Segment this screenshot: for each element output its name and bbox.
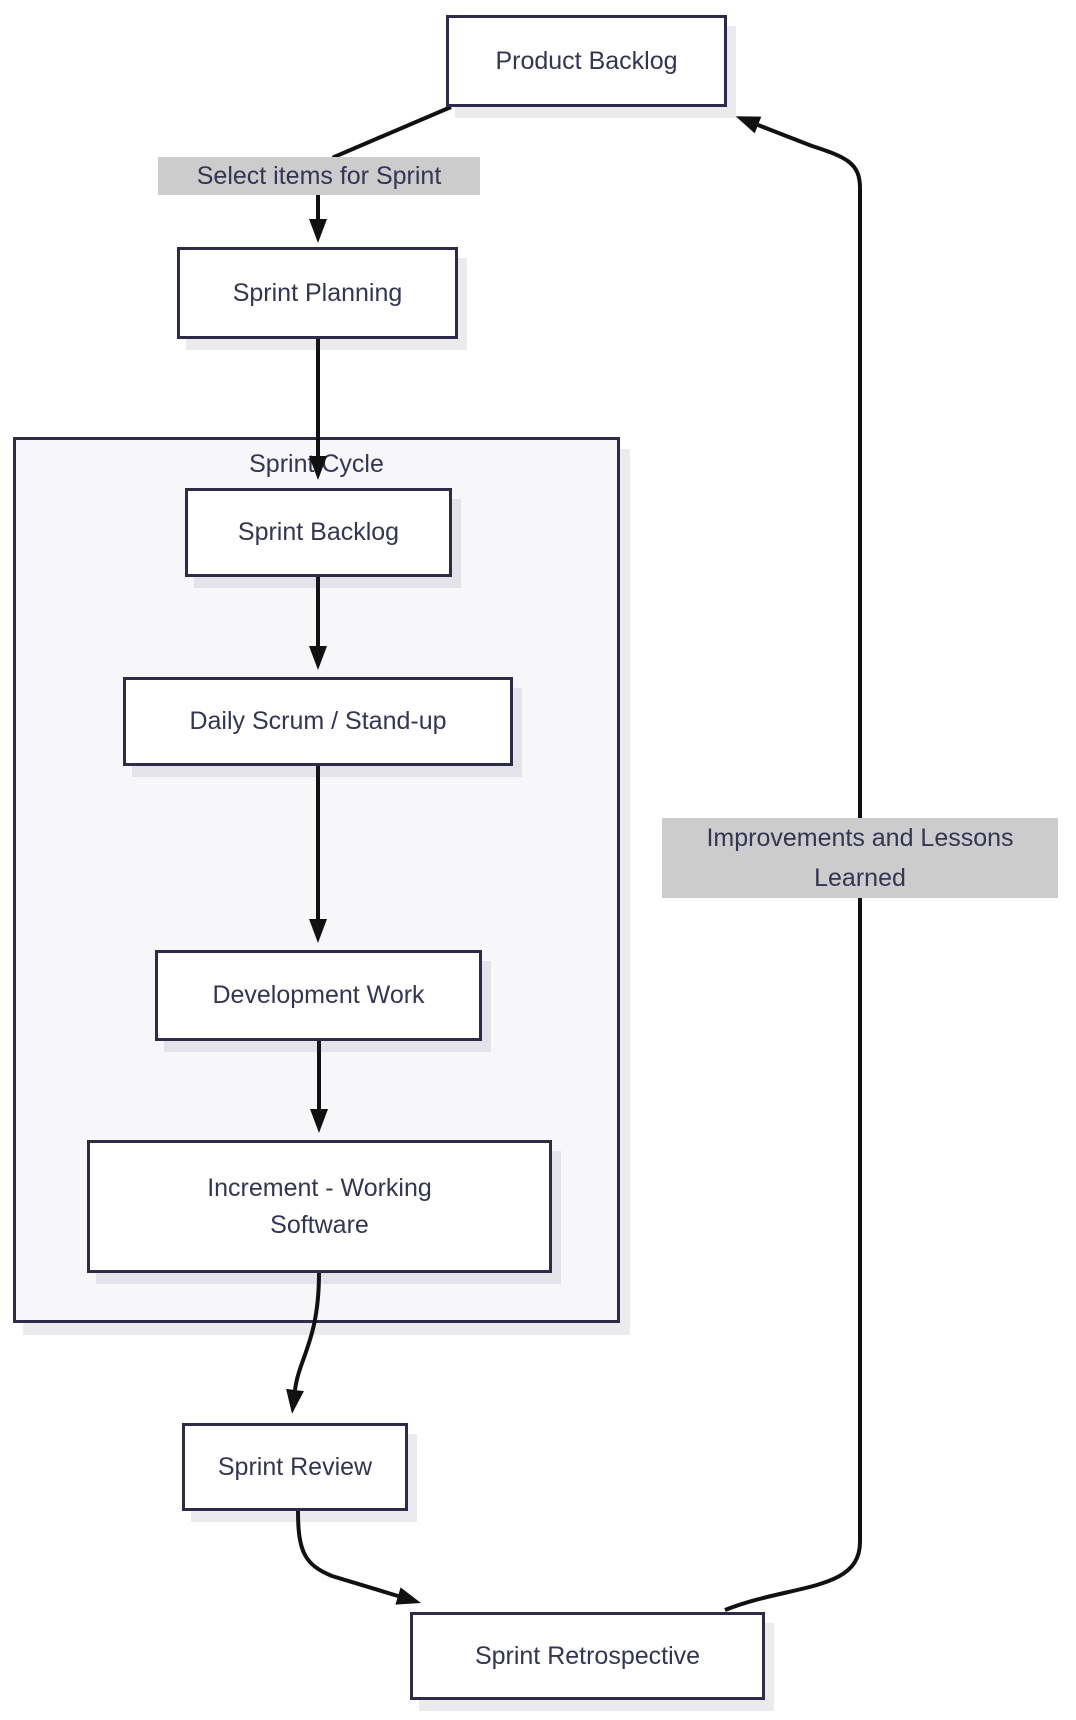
node-increment-working-software: Increment - Working Software [87,1140,552,1273]
node-sprint-review: Sprint Review [182,1423,408,1511]
node-sprint-planning: Sprint Planning [177,247,458,339]
node-sprint-retrospective: Sprint Retrospective [410,1612,765,1700]
node-label: Daily Scrum / Stand-up [189,707,447,736]
sprint-cycle-title: Sprint Cycle [249,450,384,478]
edge-sprint-review-to-sprint-retrospective [296,1510,421,1605]
node-label: Sprint Review [217,1452,373,1481]
node-label: Increment - Working Software [207,1174,432,1239]
edge-label-improvements-and-lessons-learned: Improvements and Lessons Learned [662,818,1058,898]
node-label: Sprint Retrospective [474,1641,701,1670]
node-sprint-backlog: Sprint Backlog [185,488,452,577]
edge-label-select-items-for-sprint: Select items for Sprint [158,157,480,195]
node-label: Development Work [212,981,425,1010]
node-development-work: Development Work [155,950,482,1041]
node-label: Sprint Planning [232,278,403,307]
node-label: Product Backlog [495,46,678,75]
node-daily-scrum: Daily Scrum / Stand-up [123,677,513,766]
node-label: Sprint Backlog [237,518,400,547]
node-product-backlog: Product Backlog [446,15,727,107]
